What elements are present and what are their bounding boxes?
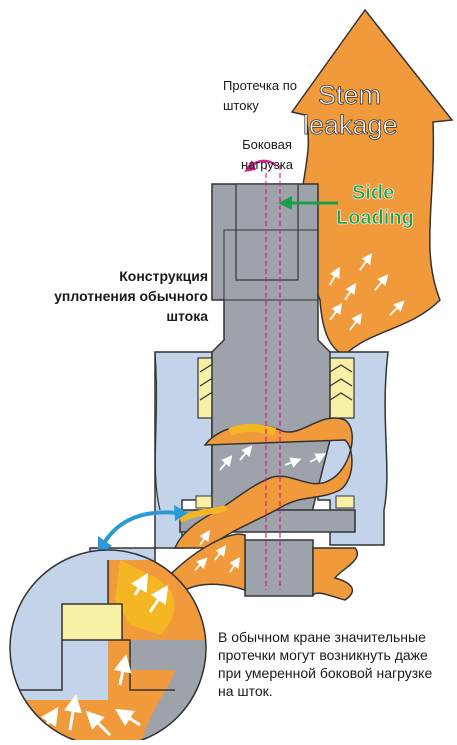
lower-seal-right	[336, 496, 354, 508]
side-loading-label-ru: Боковая нагрузка	[232, 135, 302, 175]
packing-right	[328, 358, 354, 418]
side-loading-en-line1: Side	[352, 182, 394, 204]
leak-flow-lower-right	[313, 548, 357, 600]
stem-bottom	[245, 540, 313, 596]
diagram-title: Конструкция уплотнения обычного штока	[40, 266, 208, 326]
caption-text: В обычном кране значительные протечки мо…	[218, 628, 438, 700]
side-loading-en-line2: Loading	[336, 207, 414, 229]
stem-leakage-label-ru: Протечка по штоку	[223, 76, 327, 116]
stem-leakage-en-line1: Stem	[318, 80, 381, 110]
